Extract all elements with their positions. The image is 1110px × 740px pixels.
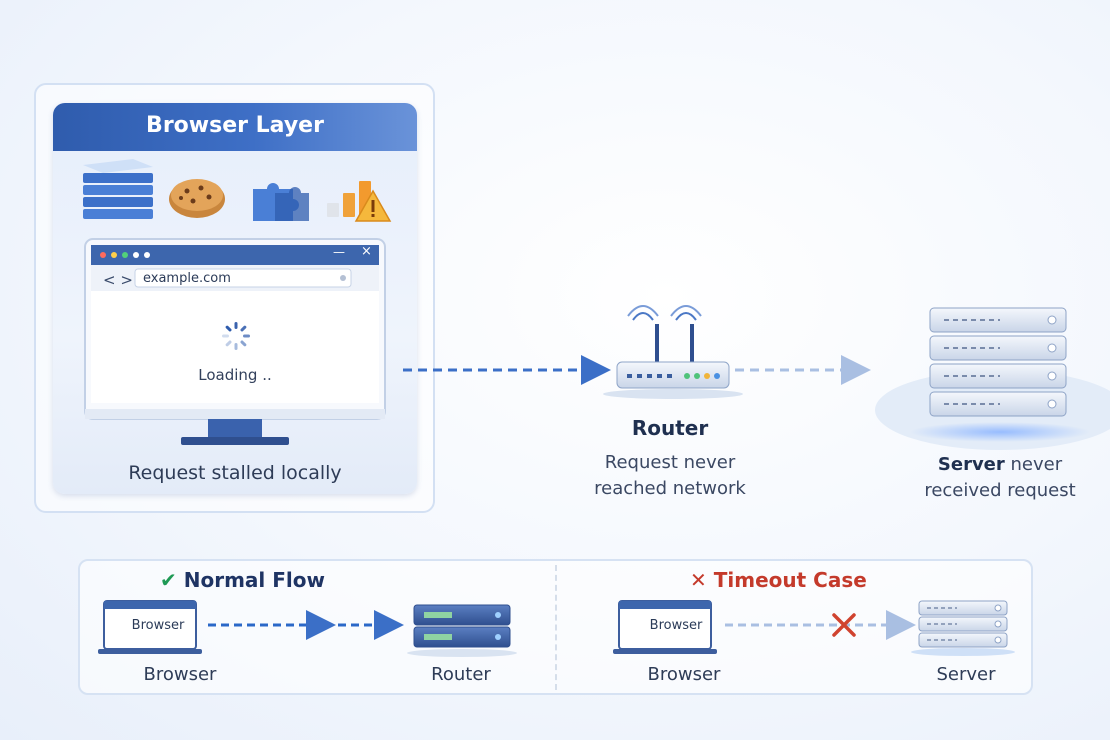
server-caption-line2: received request — [924, 480, 1076, 501]
server-glow — [910, 422, 1090, 442]
normal-flow-graphics — [98, 600, 517, 657]
window-minimize-button[interactable]: — — [333, 245, 345, 259]
router-caption: Request never reached network — [560, 450, 780, 502]
normal-browser-caption: Browser — [143, 664, 217, 685]
router-caption-line1: Request never — [604, 452, 736, 473]
check-icon: ✔ — [160, 568, 177, 592]
router-title: Router — [631, 416, 709, 440]
server-caption: Server never received request — [900, 452, 1100, 504]
puzzle-extension-icon — [253, 183, 309, 221]
normal-browser-laptop-icon — [98, 600, 202, 654]
timeout-case-heading: ✕ Timeout Case — [690, 568, 867, 592]
browser-layer-panel: Browser Layer — [53, 103, 417, 494]
address-bar[interactable]: example.com — [143, 271, 231, 286]
window-close-button[interactable]: × — [361, 244, 372, 259]
warning-icon — [327, 181, 392, 222]
normal-browser-screen-label: Browser — [131, 618, 185, 633]
loading-text: Loading .. — [198, 366, 272, 384]
server-icon — [929, 307, 1067, 417]
network-path — [403, 305, 871, 399]
cookie-icon — [169, 179, 225, 218]
browser-caption: Request stalled locally — [128, 462, 342, 484]
cross-icon: ✕ — [690, 568, 707, 592]
timeout-server-caption: Server — [936, 664, 996, 685]
loading-spinner — [222, 322, 250, 350]
server-title-rest: never — [1004, 454, 1063, 475]
timeout-browser-screen-label: Browser — [649, 618, 703, 633]
timeout-browser-laptop-icon — [613, 600, 717, 654]
router-caption-line2: reached network — [594, 478, 746, 499]
nav-arrows-icon[interactable]: < > — [103, 271, 133, 289]
storage-stack-icon — [83, 159, 153, 219]
browser-layer-header — [53, 103, 417, 151]
monitor — [84, 238, 386, 445]
normal-router-icon — [407, 604, 517, 657]
normal-router-caption: Router — [431, 664, 491, 685]
router-icon — [603, 305, 743, 399]
browser-layer-graphics — [83, 159, 392, 445]
timeout-fail-x-icon — [832, 613, 856, 637]
timeout-server-icon — [911, 600, 1015, 656]
timeout-flow-graphics — [613, 600, 1015, 656]
timeout-case-label: Timeout Case — [713, 568, 867, 592]
normal-flow-heading: ✔ Normal Flow — [160, 568, 325, 592]
normal-flow-label: Normal Flow — [183, 568, 325, 592]
server-title: Server — [937, 454, 1005, 475]
browser-layer-title: Browser Layer — [146, 113, 324, 138]
legend-divider — [555, 565, 557, 690]
timeout-browser-caption: Browser — [647, 664, 721, 685]
